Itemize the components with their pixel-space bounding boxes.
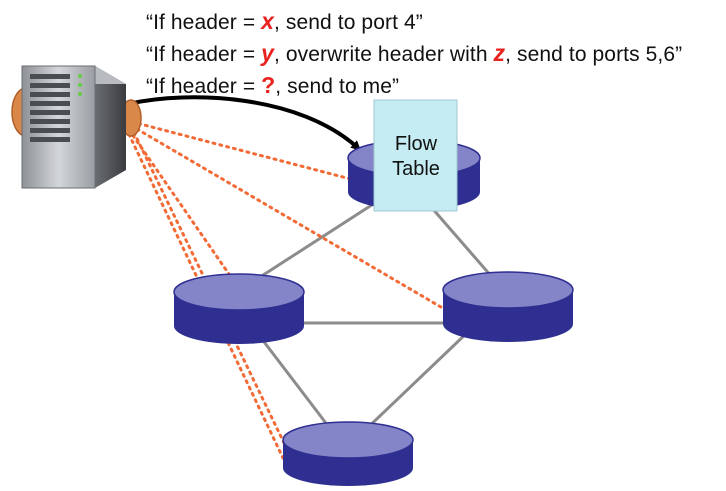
rule-1-token: x <box>261 8 275 34</box>
control-link-right <box>123 120 448 312</box>
rule-text-1: “If header = x, send to port 4” <box>146 8 423 35</box>
switch-right-lid <box>442 271 574 309</box>
rule-2-prefix: “If header = <box>146 43 262 66</box>
control-link-bottom-1 <box>126 118 287 447</box>
server-leds <box>78 74 82 96</box>
rule-1-prefix: “If header = <box>146 11 262 34</box>
link-top-left <box>239 188 396 292</box>
switch-left <box>173 273 305 344</box>
install-rule-arrow <box>127 95 361 151</box>
rule-3-suffix: , send to me” <box>275 75 400 98</box>
server-with-brain-icon <box>11 65 142 189</box>
switch-bottom-lid <box>282 421 414 459</box>
switch-bottom <box>282 421 414 486</box>
link-right-bottom <box>358 328 472 437</box>
switch-right <box>442 271 574 342</box>
rule-2-suffix: , send to ports 5,6” <box>505 43 683 66</box>
switch-left-lid <box>173 273 305 311</box>
control-link-top <box>123 118 364 184</box>
flow-table-box <box>373 99 458 212</box>
rule-text-2: “If header = y, overwrite header with z,… <box>146 40 682 67</box>
link-left-bottom <box>253 329 337 436</box>
server-drive-bays <box>30 74 70 142</box>
flow-table-line-1: Flow <box>394 133 438 155</box>
rule-2-token: y <box>261 40 275 66</box>
flow-table-label: Flow Table <box>376 132 456 182</box>
rule-2-middle: , overwrite header with <box>274 43 494 66</box>
control-link-left <box>123 122 242 292</box>
rule-text-3: “If header = ?, send to me” <box>146 72 399 99</box>
server-side <box>95 66 126 188</box>
flow-table-line-2: Table <box>392 158 440 180</box>
rule-3-prefix: “If header = <box>146 75 262 98</box>
rule-3-token: ? <box>261 72 276 98</box>
rule-1-suffix: , send to port 4” <box>274 11 423 34</box>
rule-2-token2: z <box>493 40 506 66</box>
